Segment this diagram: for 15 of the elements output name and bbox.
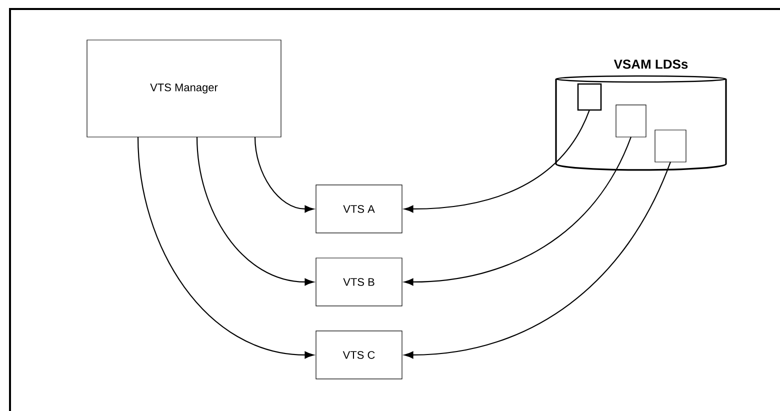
dataset-box (577, 83, 602, 111)
arrow (137, 136, 314, 359)
node-label: VSAM LDSs (614, 60, 688, 69)
dataset-box (616, 104, 646, 138)
arrow (254, 136, 314, 213)
process-box: VTS A (316, 184, 402, 234)
arrow (404, 136, 632, 286)
process-box: VTS C (316, 330, 402, 380)
arrow (196, 136, 314, 286)
storage-cylinder: VSAM LDSs (555, 60, 727, 171)
arrow (404, 162, 671, 359)
process-box: VTS Manager (86, 40, 282, 138)
dataset-box (654, 130, 686, 162)
arrow (404, 110, 590, 213)
process-box: VTS B (316, 258, 402, 306)
